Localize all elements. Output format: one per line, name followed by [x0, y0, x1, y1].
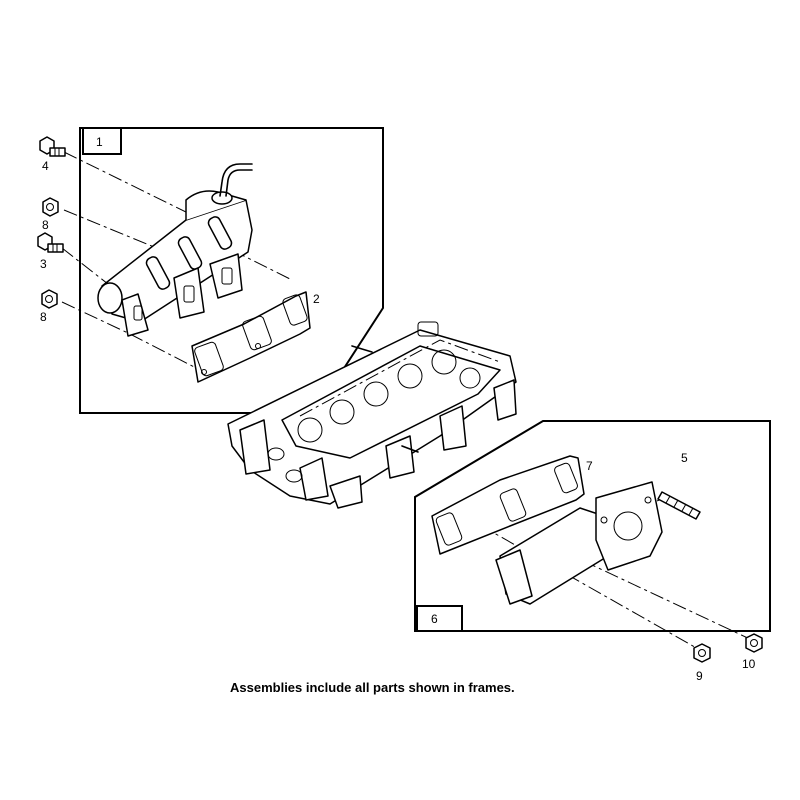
frame-1: 1: [79, 127, 384, 414]
exhaust-manifold: [495, 481, 663, 605]
frame-6-number-box: [416, 605, 463, 632]
caption: Assemblies include all parts shown in fr…: [230, 680, 515, 695]
bolt-3: [37, 232, 64, 253]
frame-1-number-box: [82, 127, 122, 155]
callout-5: 5: [681, 451, 688, 465]
intake-manifold: [97, 163, 253, 337]
callout-9: 9: [696, 669, 703, 683]
frame-6-number: 6: [431, 612, 438, 626]
intake-gasket: [191, 291, 311, 383]
callout-8-upper: 8: [42, 218, 49, 232]
callout-3: 3: [40, 257, 47, 271]
nut-10: [745, 633, 763, 653]
frame-6: 6: [414, 420, 771, 632]
exhaust-gasket: [431, 455, 585, 555]
callout-4: 4: [42, 159, 49, 173]
bolt-4: [39, 136, 66, 157]
callout-2: 2: [313, 292, 320, 306]
callout-7: 7: [586, 459, 593, 473]
nut-9: [693, 643, 711, 663]
frame-1-number: 1: [96, 135, 103, 149]
frame-1-border: [79, 127, 384, 414]
callout-10: 10: [742, 657, 756, 671]
frame-6-border: [414, 420, 771, 632]
nut-8-lower: [41, 289, 58, 309]
nut-8-upper: [42, 197, 59, 217]
cylinder-head: [227, 321, 517, 509]
callouts: 4 8 3 8 2 5 7 9 10: [40, 159, 756, 683]
callout-8-lower: 8: [40, 310, 47, 324]
stud-5: [657, 491, 701, 520]
